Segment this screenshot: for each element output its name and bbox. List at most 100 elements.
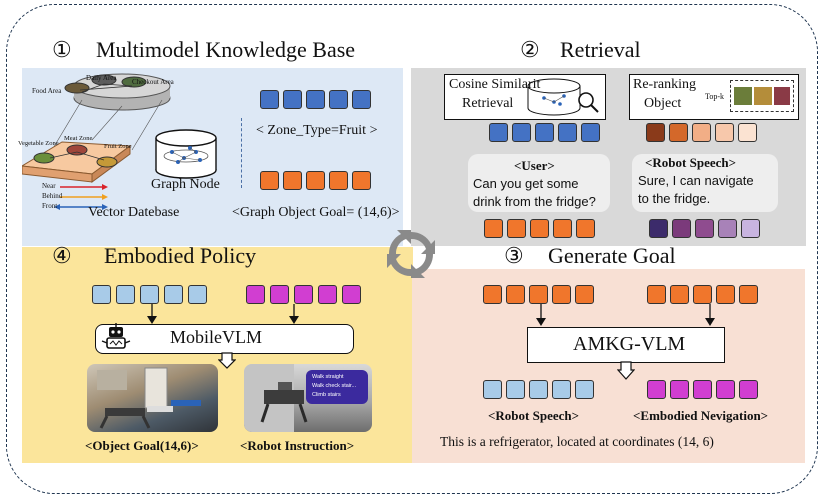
store-map-illustration (22, 73, 171, 210)
goal-navigation-label: <Embodied Nevigation> (633, 408, 769, 423)
kb-blue-token-3 (306, 90, 325, 109)
goal-orange-token-2 (506, 285, 525, 304)
goal-magenta-token-1 (647, 380, 666, 399)
robot-instruction-label: <Robot Instruction> (240, 438, 355, 453)
goal-orange-token-7 (670, 285, 689, 304)
rerank-token-1 (646, 123, 665, 142)
graph-object-goal-text: <Graph Object Goal= (14,6)> (232, 205, 400, 220)
kb-number: ① (52, 37, 72, 62)
amkg-down-arrow (617, 361, 635, 380)
topk-images-frame (730, 80, 794, 112)
robot-token-2 (672, 219, 691, 238)
zone-type-text: < Zone_Type=Fruit > (256, 123, 378, 138)
user-speech-bubble (468, 154, 610, 212)
user-token-2 (507, 219, 526, 238)
goal-orange-token-8 (693, 285, 712, 304)
goal-blue-token-5 (575, 380, 594, 399)
policy-magenta-token-4 (318, 285, 337, 304)
vector-database-label: Vector Datebase (88, 205, 180, 220)
checkout-area-label: Checkout Area (132, 78, 174, 86)
goal-orange-token-6 (647, 285, 666, 304)
fruit-zone-label: Fruit Zone (104, 143, 132, 150)
overlay-line3: Climb stairs (312, 392, 341, 398)
cosine-label-line1: Cosine Similarit (449, 77, 541, 92)
policy-magenta-token-3 (294, 285, 313, 304)
kb-blue-token-5 (352, 90, 371, 109)
overlay-line2: Walk check stair... (312, 383, 357, 389)
goal-magenta-token-5 (739, 380, 758, 399)
topk-image-3 (774, 87, 790, 105)
policy-blue-token-5 (188, 285, 207, 304)
overlay-line1: Walk straight (312, 374, 344, 380)
kb-orange-token-2 (283, 171, 302, 190)
robot-token-1 (649, 219, 668, 238)
topk-image-2 (754, 87, 772, 105)
goal-number: ③ (504, 243, 524, 268)
amkg-vlm-box (527, 327, 725, 363)
robot-token-5 (741, 219, 760, 238)
goal-input-arrows (536, 304, 715, 326)
goal-orange-token-10 (739, 285, 758, 304)
kb-blue-token-1 (260, 90, 279, 109)
user-text-line1: Can you get some (473, 176, 579, 191)
goal-orange-token-3 (529, 285, 548, 304)
rerank-token-4 (715, 123, 734, 142)
robot-speech-title: <Robot Speech> (645, 155, 737, 170)
robot-text-line1: Sure, I can navigate (638, 173, 754, 188)
kb-divider (241, 118, 242, 188)
goal-orange-token-9 (716, 285, 735, 304)
robot-instruction-photo (244, 364, 372, 432)
goal-magenta-token-4 (716, 380, 735, 399)
graph-node-label: Graph Node (151, 177, 220, 192)
goal-orange-token-1 (483, 285, 502, 304)
goal-caption: This is a refrigerator, located at coord… (440, 434, 714, 449)
graph-node-cylinder-icon (155, 129, 217, 179)
policy-number: ④ (52, 243, 72, 268)
rerank-token-3 (692, 123, 711, 142)
kb-blue-token-4 (329, 90, 348, 109)
goal-blue-token-1 (483, 380, 502, 399)
object-goal-label: <Object Goal(14,6)> (85, 438, 199, 453)
retrieval-title: Retrieval (560, 37, 641, 62)
policy-blue-token-4 (164, 285, 183, 304)
kb-orange-token-1 (260, 171, 279, 190)
outer-dashed-frame (6, 4, 818, 494)
meat-zone-label: Meat Zone (64, 135, 93, 142)
retrieval-blue-token-2 (512, 123, 531, 142)
user-title: <User> (514, 158, 555, 173)
mobilevlm-box (95, 324, 354, 354)
rerank-token-2 (669, 123, 688, 142)
topk-image-1 (734, 87, 752, 105)
goal-magenta-token-3 (693, 380, 712, 399)
user-text-line2: drink from the fridge? (473, 194, 596, 209)
amkg-vlm-label: AMKG-VLM (573, 333, 686, 355)
vegetable-zone-label: Vegetable Zone (18, 140, 59, 147)
robot-token-4 (718, 219, 737, 238)
retrieval-blue-token-4 (558, 123, 577, 142)
cosine-label-line2: Retrieval (462, 96, 514, 111)
policy-magenta-token-1 (246, 285, 265, 304)
policy-input-arrows (147, 304, 299, 324)
kb-title: Multimodel Knowledge Base (96, 37, 356, 62)
user-token-3 (530, 219, 549, 238)
goal-title: Generate Goal (548, 243, 676, 268)
goal-orange-token-5 (575, 285, 594, 304)
goal-blue-token-4 (552, 380, 571, 399)
legend-near: Near (42, 182, 56, 190)
policy-magenta-token-5 (342, 285, 361, 304)
policy-blue-token-2 (116, 285, 135, 304)
legend-behind: Behind (42, 192, 63, 200)
kb-orange-token-3 (306, 171, 325, 190)
kb-blue-token-2 (283, 90, 302, 109)
robot-speech-bubble (632, 154, 778, 212)
retrieval-blue-token-3 (535, 123, 554, 142)
food-area-label: Food Area (32, 87, 62, 95)
legend-front: Front (42, 202, 58, 210)
robot-token-3 (695, 219, 714, 238)
mobilevlm-down-arrow (218, 352, 236, 369)
kb-orange-token-4 (329, 171, 348, 190)
goal-orange-token-4 (552, 285, 571, 304)
cycle-arrows-icon (387, 230, 435, 278)
kb-orange-token-5 (352, 171, 371, 190)
policy-blue-token-3 (140, 285, 159, 304)
